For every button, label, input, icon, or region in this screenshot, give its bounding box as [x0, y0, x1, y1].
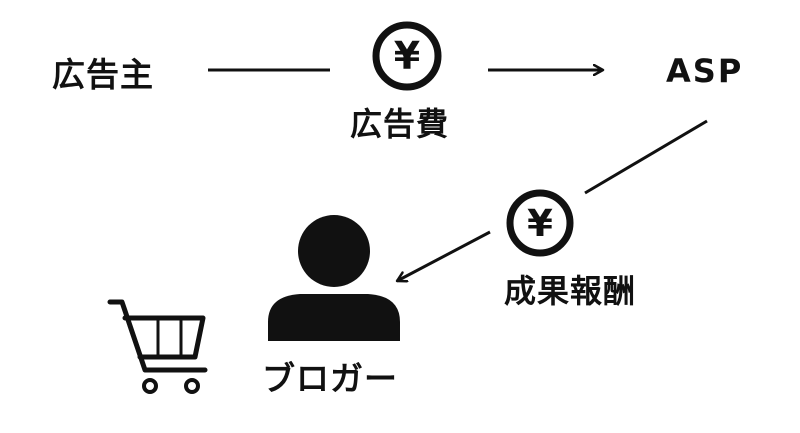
- blogger-label: ブロガー: [262, 359, 398, 398]
- shopping-cart-icon: [107, 299, 208, 394]
- asp-label: ASP: [666, 52, 744, 90]
- person-icon: [268, 215, 400, 341]
- asp-to-coin-line: [584, 119, 708, 195]
- advertiser-label: 広告主: [52, 55, 154, 94]
- ad-fee-yen-coin-icon: ¥: [372, 21, 442, 91]
- reward-yen-coin-icon: ¥: [506, 189, 574, 257]
- ad-fee-label: 広告費: [350, 105, 450, 143]
- ad-fee-coin-symbol: ¥: [394, 34, 420, 78]
- reward-coin-symbol: ¥: [527, 202, 553, 245]
- coin-to-blogger-arrow: [397, 230, 491, 281]
- reward-label: 成果報酬: [504, 272, 637, 310]
